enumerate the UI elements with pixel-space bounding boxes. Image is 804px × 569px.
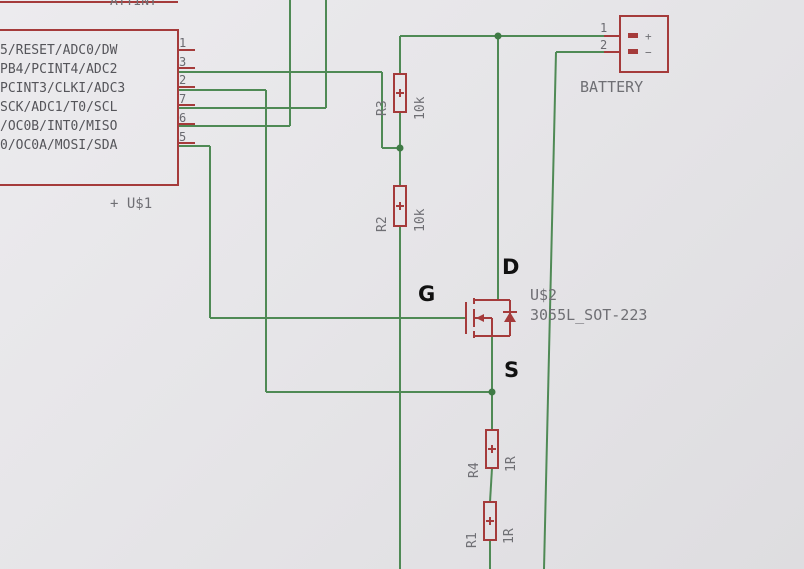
junction-source xyxy=(488,388,496,396)
battery-label: BATTERY xyxy=(580,78,643,96)
junction-divider xyxy=(396,144,404,152)
resistor-r4[interactable]: R4 1R xyxy=(467,429,519,478)
r4-value: 1R xyxy=(504,456,519,472)
mosfet-name: U$2 xyxy=(530,286,557,304)
pin-label: 0/OC0A/MOSI/SDA xyxy=(0,138,118,153)
pin-number: 6 xyxy=(179,111,186,125)
r4-body xyxy=(485,429,499,469)
battery-body xyxy=(619,15,669,73)
battery-pin1-number: 1 xyxy=(600,21,607,35)
pin-label: SCK/ADC1/T0/SCL xyxy=(0,100,118,115)
pin-number: 2 xyxy=(179,73,186,87)
attiny-chip[interactable]: ATTINY 5/RESET/ADC0/DW PB4/PCINT4/ADC2 P… xyxy=(0,0,195,212)
r2-body xyxy=(393,185,407,227)
r2-value: 10k xyxy=(413,208,428,232)
wires xyxy=(178,0,620,569)
wire-r4-r1[interactable] xyxy=(489,467,493,503)
junctions xyxy=(396,32,502,396)
gate-annotation: G xyxy=(418,282,435,306)
pin-label: /OC0B/INT0/MISO xyxy=(0,119,118,134)
resistor-r2[interactable]: R2 10k xyxy=(375,185,428,232)
battery-plus-sign: + xyxy=(645,30,652,43)
r3-value: 10k xyxy=(413,96,428,120)
pin-label: PB4/PCINT4/ADC2 xyxy=(0,62,117,77)
battery-pin2-number: 2 xyxy=(600,38,607,52)
pin-number: 5 xyxy=(179,130,186,144)
resistor-r3[interactable]: R3 10k xyxy=(375,73,428,120)
pin-number: 3 xyxy=(179,55,186,69)
mosfet-u2[interactable]: U$2 3055L_SOT-223 xyxy=(465,286,647,338)
battery-connector[interactable]: 1 2 + − BATTERY xyxy=(580,15,669,96)
battery-contact-1 xyxy=(628,33,638,38)
r3-body xyxy=(393,73,407,113)
r4-name: R4 xyxy=(467,462,482,478)
r1-value: 1R xyxy=(502,528,517,544)
r2-name: R2 xyxy=(375,216,390,232)
battery-minus-sign: − xyxy=(645,46,652,59)
r3-name: R3 xyxy=(375,100,390,116)
junction-drain xyxy=(494,32,502,40)
pin-label: PCINT3/CLKI/ADC3 xyxy=(0,81,125,96)
r1-body xyxy=(483,501,497,541)
chip-name: + U$1 xyxy=(110,196,152,212)
r1-name: R1 xyxy=(465,532,480,548)
chip-body xyxy=(0,29,179,186)
annotations: G D S xyxy=(418,255,519,382)
mosfet-part: 3055L_SOT-223 xyxy=(530,306,647,324)
drain-annotation: D xyxy=(502,255,519,279)
mosfet-arrow xyxy=(476,314,484,322)
pin-number: 7 xyxy=(179,92,186,106)
battery-contact-2 xyxy=(628,49,638,54)
mosfet-diode-icon xyxy=(504,312,516,322)
source-annotation: S xyxy=(504,358,519,382)
resistor-r1[interactable]: R1 1R xyxy=(465,501,517,548)
pin-label: 5/RESET/ADC0/DW xyxy=(0,43,118,58)
wire-battery-minus-down[interactable] xyxy=(543,51,557,569)
chip-title: ATTINY xyxy=(110,0,157,9)
pin-number: 1 xyxy=(179,36,186,50)
